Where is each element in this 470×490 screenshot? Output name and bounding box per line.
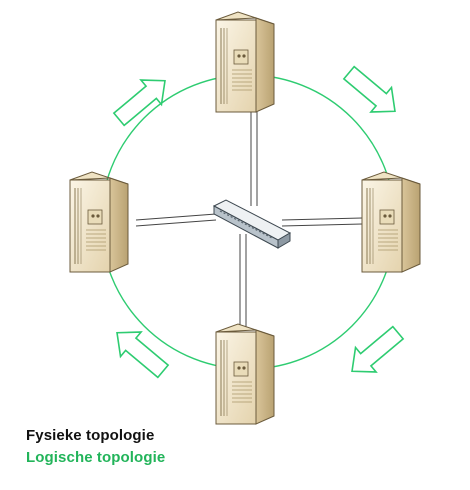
network-switch bbox=[212, 199, 292, 249]
legend-logical-topology: Logische topologie bbox=[26, 449, 166, 466]
logical-flow-arrow bbox=[105, 319, 175, 385]
server-left bbox=[69, 171, 129, 273]
physical-links bbox=[135, 112, 363, 330]
server-top bbox=[215, 11, 275, 113]
logical-flow-arrow bbox=[340, 319, 410, 385]
legend-physical-topology: Fysieke topologie bbox=[26, 427, 155, 444]
server-right bbox=[361, 171, 421, 273]
server-bottom bbox=[215, 323, 275, 425]
